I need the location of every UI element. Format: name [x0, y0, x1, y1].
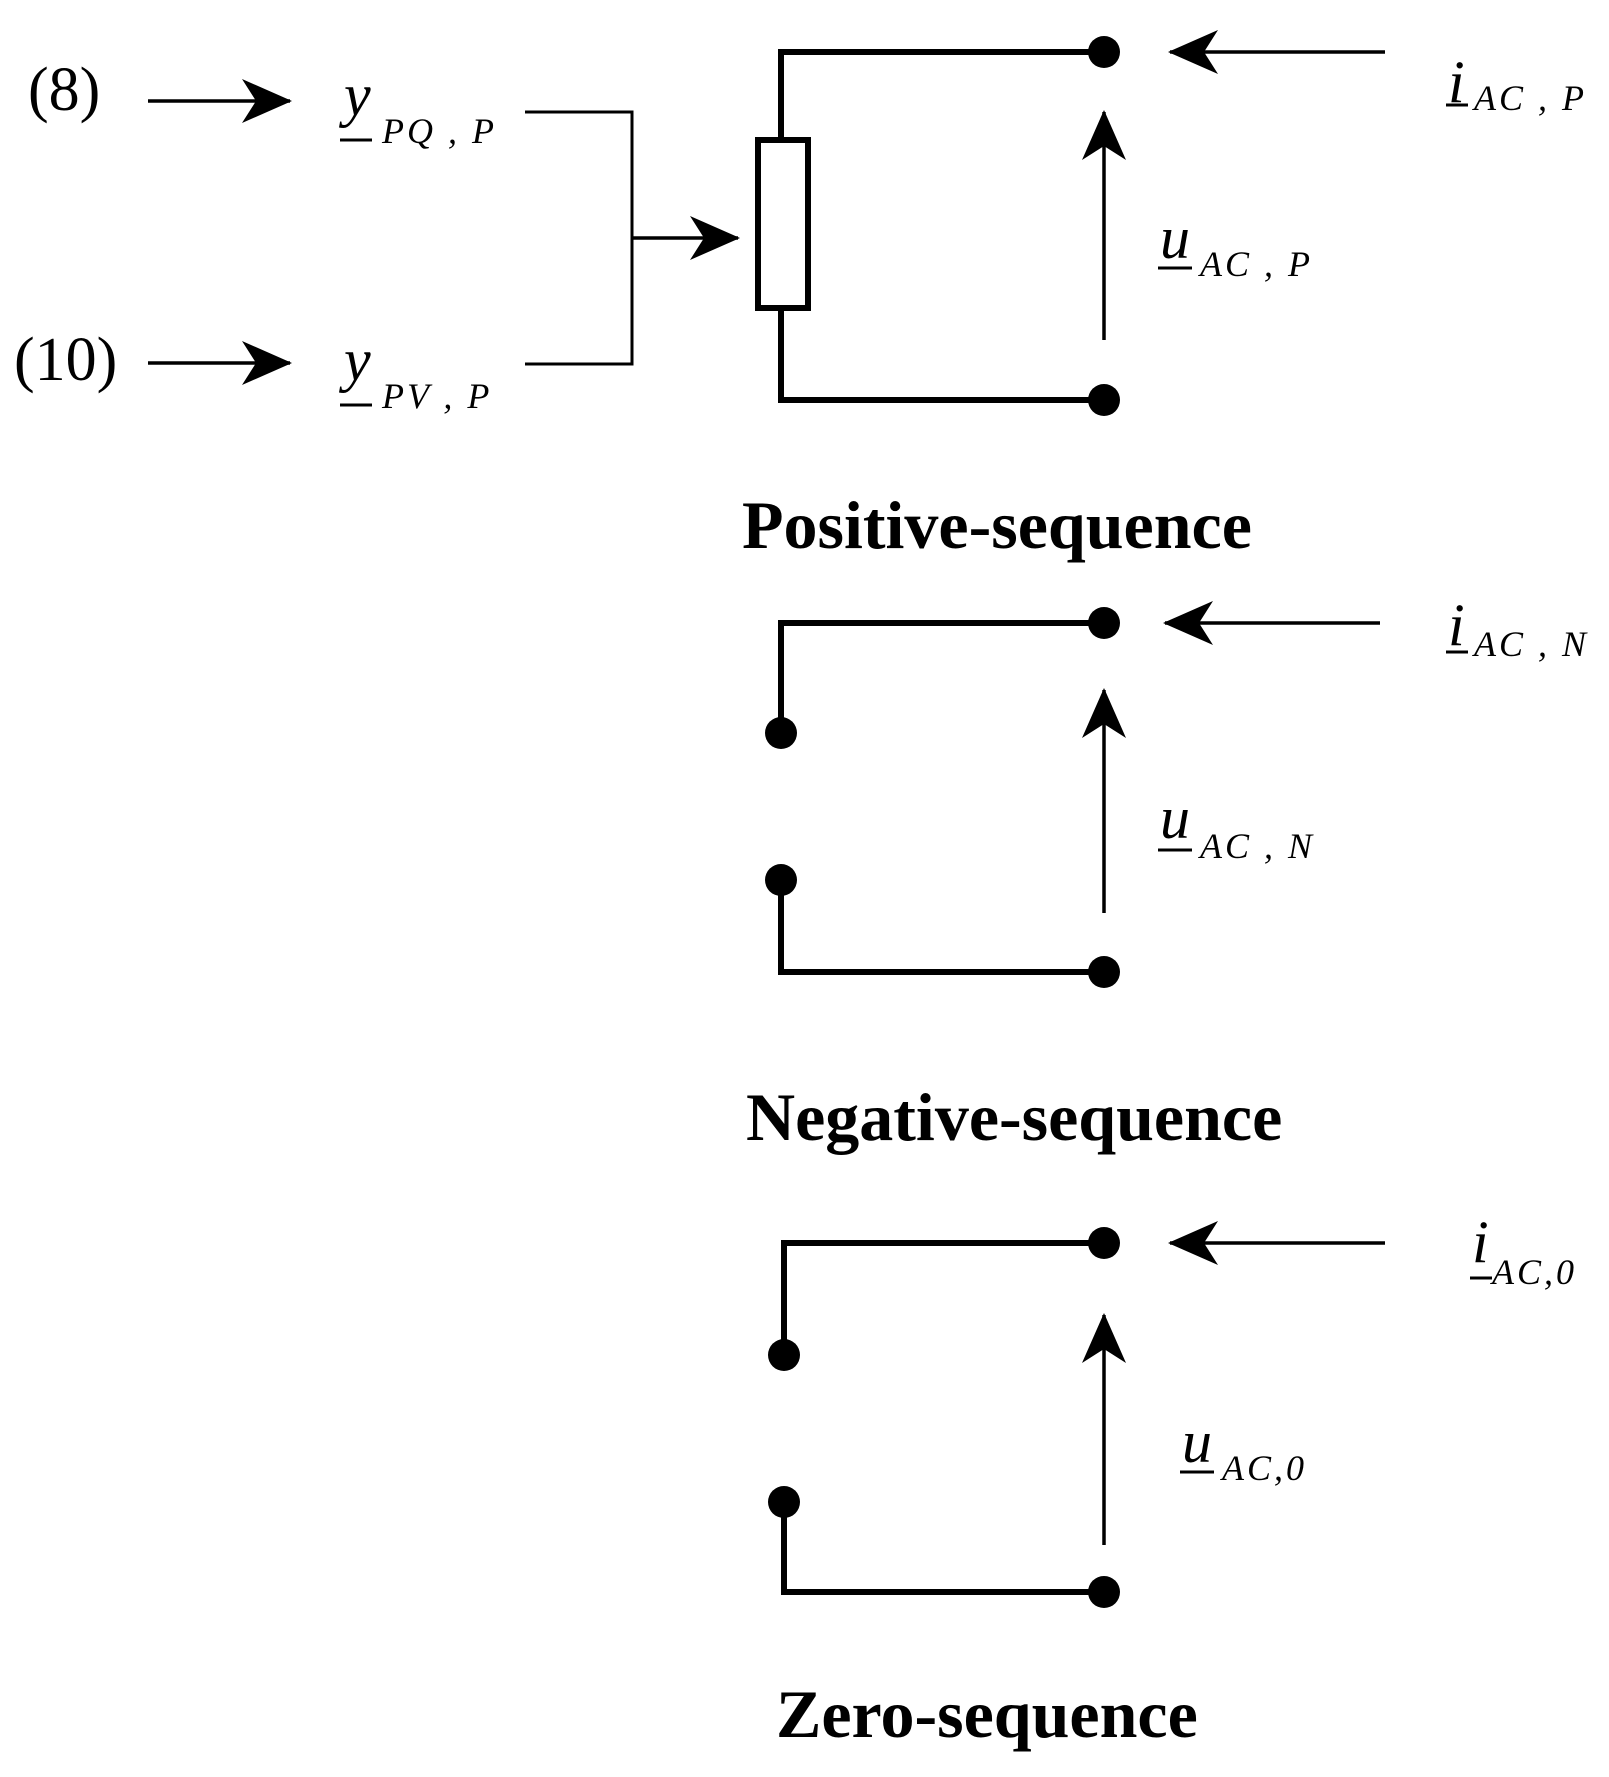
admittance-pv-label: y PV , P: [338, 327, 492, 416]
admittance-pq-label: y PQ , P: [338, 62, 497, 151]
combine-bracket: [525, 110, 634, 366]
admittance-pv-symbol: y: [338, 327, 371, 393]
negative-current-symbol: i: [1448, 592, 1465, 658]
admittance-pq-subscript: PQ , P: [381, 111, 497, 151]
zero-current-label: i AC,0: [1470, 1209, 1577, 1292]
zero-bottom-wire: [781, 1502, 1102, 1595]
negative-sequence-network: i AC , N u AC , N Negative-sequence: [746, 592, 1589, 1155]
zero-voltage-symbol: u: [1182, 1409, 1212, 1475]
negative-terminal-top: [1088, 607, 1120, 639]
negative-voltage-subscript: AC , N: [1198, 826, 1315, 866]
positive-current-subscript: AC , P: [1472, 78, 1587, 118]
positive-current-label: i AC , P: [1446, 49, 1587, 118]
negative-top-wire: [778, 620, 1102, 733]
negative-current-subscript: AC , N: [1472, 624, 1589, 664]
zero-current-symbol: i: [1472, 1209, 1489, 1275]
negative-voltage-symbol: u: [1160, 785, 1190, 851]
zero-voltage-label: u AC,0: [1180, 1409, 1307, 1488]
zero-terminal-top: [1088, 1227, 1120, 1259]
positive-terminal-bottom: [1088, 384, 1120, 416]
positive-sequence-caption: Positive-sequence: [742, 487, 1252, 563]
zero-top-wire: [781, 1240, 1102, 1355]
positive-terminal-top: [1088, 36, 1120, 68]
ref-eq-10: (10): [14, 326, 117, 394]
positive-current-symbol: i: [1448, 49, 1465, 115]
negative-bottom-wire: [778, 880, 1102, 975]
zero-sequence-network: i AC,0 u AC,0 Zero-sequence: [768, 1209, 1577, 1752]
positive-top-wire: [778, 49, 1102, 140]
positive-voltage-symbol: u: [1160, 205, 1190, 271]
positive-voltage-label: u AC , P: [1158, 205, 1313, 284]
zero-voltage-subscript: AC,0: [1220, 1448, 1307, 1488]
ref-eq-8: (8): [28, 56, 100, 124]
negative-terminal-bottom: [1088, 956, 1120, 988]
negative-current-label: i AC , N: [1446, 592, 1589, 664]
admittance-pq-symbol: y: [338, 62, 371, 128]
zero-terminal-bottom: [1088, 1576, 1120, 1608]
positive-bottom-wire: [778, 308, 1102, 403]
positive-sequence-network: i AC , P u AC , P Positive-sequence: [742, 30, 1587, 563]
zero-open-terminal-upper: [768, 1339, 800, 1371]
admittance-pv-subscript: PV , P: [381, 376, 492, 416]
zero-current-subscript: AC,0: [1490, 1252, 1577, 1292]
admittance-resistor-symbol: [755, 137, 811, 311]
negative-voltage-label: u AC , N: [1158, 785, 1315, 866]
zero-sequence-caption: Zero-sequence: [776, 1676, 1198, 1752]
positive-voltage-subscript: AC , P: [1198, 244, 1313, 284]
negative-sequence-caption: Negative-sequence: [746, 1079, 1282, 1155]
negative-open-terminal-upper: [765, 717, 797, 749]
